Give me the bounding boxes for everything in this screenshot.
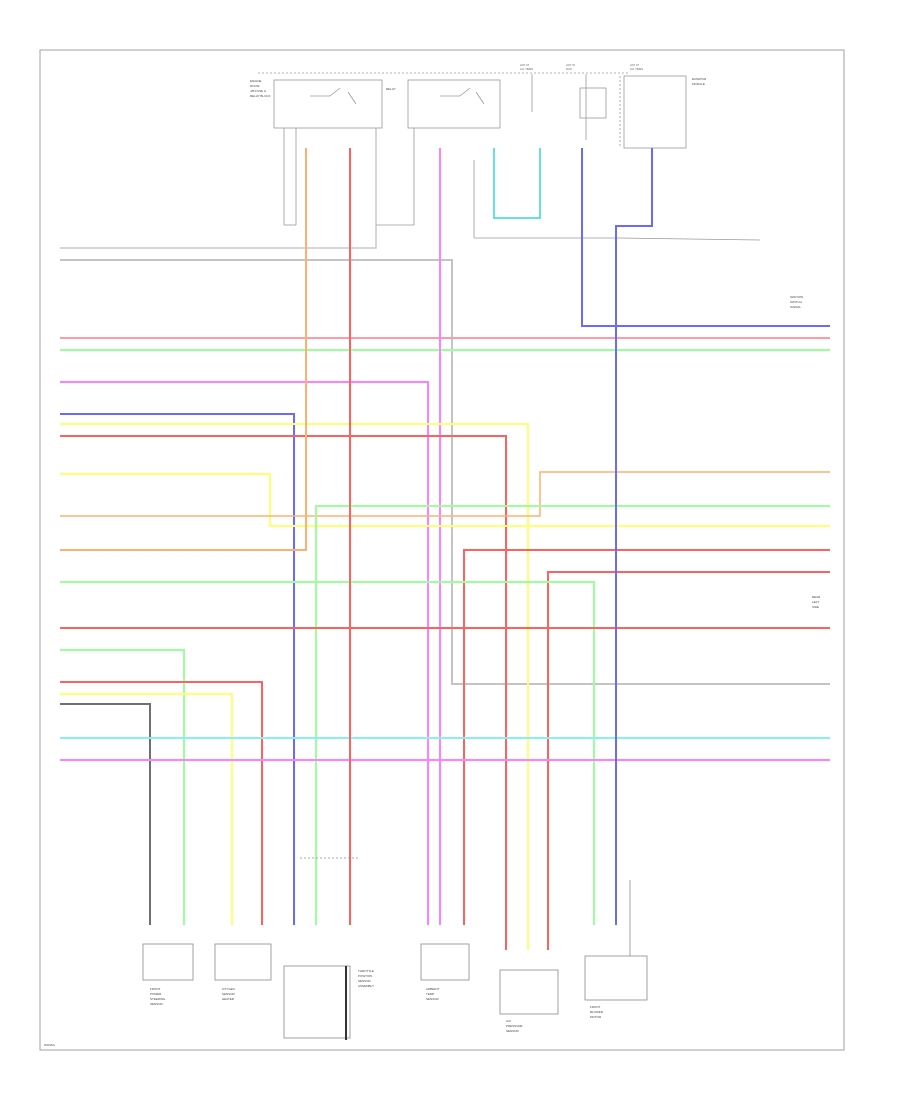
relay1-label-3: RELAY BLOCK xyxy=(250,94,271,98)
sensor-box-1 xyxy=(142,943,194,981)
wire-yellow-3 xyxy=(60,693,233,925)
sensor-box-6 xyxy=(584,955,648,1001)
sensor1-l2: STEERING xyxy=(150,997,166,1001)
relay-box-1 xyxy=(273,79,383,129)
ign-label-2: SIGNAL xyxy=(790,305,801,309)
rear-label-0: REAR xyxy=(812,595,821,599)
sensor-box-5 xyxy=(499,969,559,1015)
wire-yellow-1 xyxy=(60,423,529,950)
wire-green-3 xyxy=(60,581,595,925)
sensor1-l0: FRONT xyxy=(150,987,160,991)
wire-red-1 xyxy=(60,435,507,950)
relay1-label-0: ENGINE xyxy=(250,79,262,83)
module-label-1: MODULE xyxy=(692,82,705,86)
diagram-border xyxy=(39,49,845,1051)
wire-blue-3 xyxy=(581,148,830,327)
sensor2-l0: OXYGEN xyxy=(222,987,235,991)
rear-label-1: LEFT xyxy=(812,600,820,604)
wire-cyan-2 xyxy=(493,148,541,219)
fuse-a-label-0: HOT AT xyxy=(520,63,530,67)
wire-red-5 xyxy=(60,681,263,925)
module-box xyxy=(623,75,687,149)
wire-orange-1 xyxy=(60,471,830,517)
right-labels: IGNITION SWITCH SIGNAL REAR LEFT SIDE xyxy=(790,295,821,609)
fuse-b-label-1: RUN xyxy=(566,67,572,71)
top-components xyxy=(258,72,761,241)
wire-orange-2 xyxy=(60,148,307,551)
sensor3-l3: ASSEMBLY xyxy=(358,984,374,988)
wires xyxy=(60,148,830,950)
wire-green-4 xyxy=(60,649,185,925)
sensor2-l2: HEATER xyxy=(222,997,235,1001)
fuse-c-label-0: HOT AT xyxy=(630,63,640,67)
wire-green-2 xyxy=(315,505,830,925)
sensor6-l1: BLOWER xyxy=(590,1010,604,1014)
sensor3-l1: POSITION xyxy=(358,974,372,978)
bottom-components xyxy=(142,857,648,1040)
wire-dark-1 xyxy=(60,703,151,925)
wire-blue-1 xyxy=(60,413,295,925)
wire-yellow-2 xyxy=(60,473,830,527)
sensor5-l0: A/C xyxy=(506,1019,512,1023)
sensor5-l1: PRESSURE xyxy=(506,1024,523,1028)
rear-label-2: SIDE xyxy=(812,605,819,609)
sensor6-l2: MOTOR xyxy=(590,1015,602,1019)
sensor1-l3: SENSOR xyxy=(150,1002,164,1006)
sensor4-l2: SENSOR xyxy=(426,997,440,1001)
relay1-label-2: J/B FUSE & xyxy=(250,89,266,93)
sensor-box-3 xyxy=(283,965,351,1039)
ign-label-1: SWITCH xyxy=(790,300,802,304)
wire-red-2 xyxy=(463,549,830,925)
fuse-a-label-1: ALL TIMES xyxy=(520,67,533,71)
sensor5-l2: SENSOR xyxy=(506,1029,520,1033)
wire-gray-1 xyxy=(60,225,377,249)
sensor-box-2 xyxy=(214,943,272,981)
sensor6-l0: FRONT xyxy=(590,1005,600,1009)
sensor-box-4 xyxy=(420,943,470,981)
wire-gray-2 xyxy=(60,259,830,685)
page-code: W/DIAG xyxy=(44,1043,56,1047)
wire-pink-1 xyxy=(60,381,429,925)
ign-label-0: IGNITION xyxy=(790,295,803,299)
wire-red-3 xyxy=(547,571,830,950)
fuse-b-label-0: HOT IN xyxy=(566,63,575,67)
relay-box-2 xyxy=(407,79,501,129)
relay1-label-1: ROOM xyxy=(250,84,260,88)
module-label-0: ECM/PCM xyxy=(692,77,707,81)
sensor4-l0: AMBIENT xyxy=(426,987,440,991)
sensor3-l2: SENSOR xyxy=(358,979,372,983)
sensor1-l1: POWER xyxy=(150,992,162,996)
sensor3-l0: THROTTLE xyxy=(358,969,374,973)
sensor4-l1: TEMP xyxy=(426,992,434,996)
bottom-labels: FRONT POWER STEERING SENSOR OXYGEN SENSO… xyxy=(150,969,604,1033)
relay2-label-0: RELAY xyxy=(386,87,396,91)
top-labels: ENGINE ROOM J/B FUSE & RELAY BLOCK RELAY… xyxy=(250,63,707,98)
wire-blue-2 xyxy=(615,148,653,925)
fuse-c-label-1: ALL TIMES xyxy=(630,67,643,71)
sensor2-l1: SENSOR xyxy=(222,992,236,996)
